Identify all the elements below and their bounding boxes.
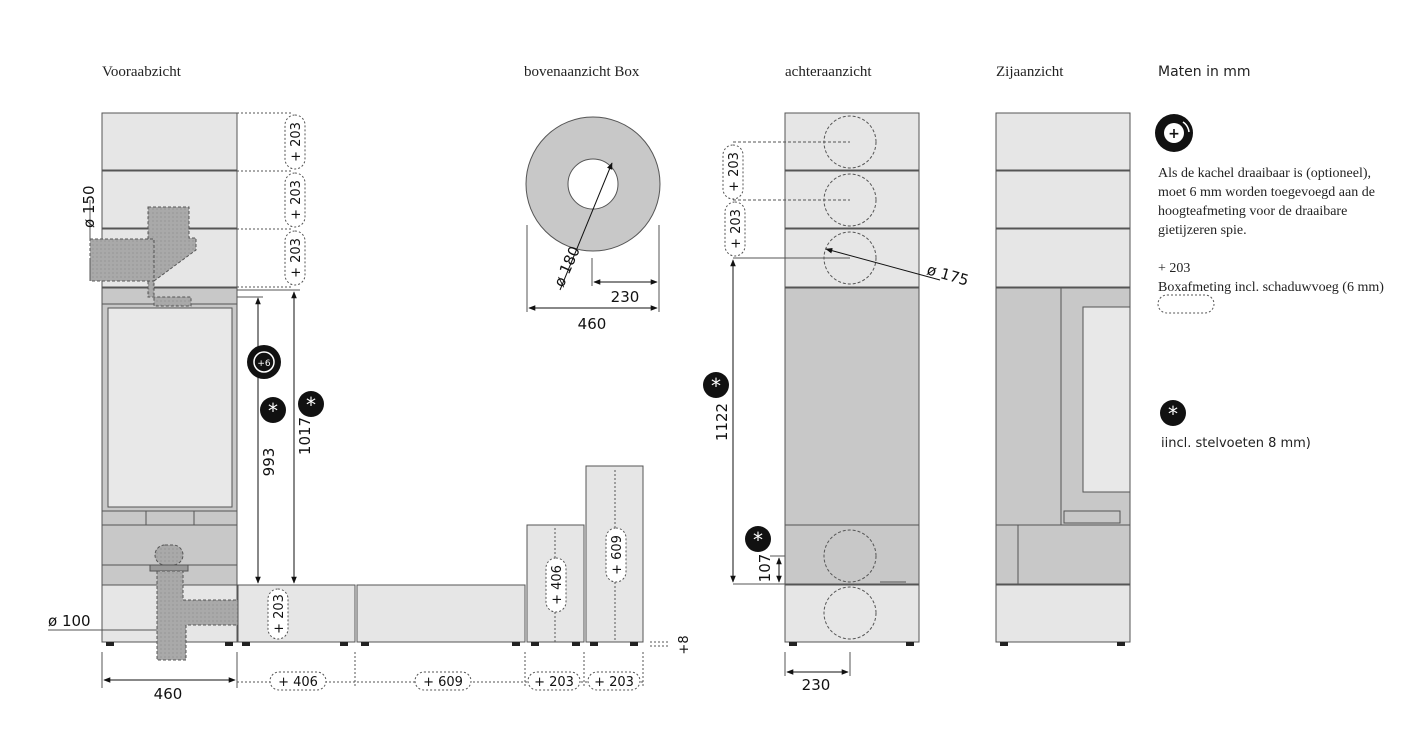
back-view-title: achteraanzicht [785,64,872,80]
box-406 [237,584,356,643]
dim-460-top: 460 [578,315,607,333]
dim-230-top: 230 [611,288,640,306]
legend-swivel-icon: + [1155,114,1193,152]
dim-460-front: 460 [154,685,183,703]
side-glass-door [1082,306,1131,493]
top-view-title: bovenaanzicht Box [524,64,640,80]
dim-box-406: + 406 [278,675,318,690]
dim-d180: ø 180 [550,243,584,289]
feet-note: iincl. stelvoeten 8 mm) [1161,436,1311,451]
dim-box-203: + 203 [289,122,304,162]
front-flue-outlet-150 [89,238,155,282]
front-view: +6 * * ø 150 ø 100 993 1017 460 + 203 + … [48,112,692,703]
dim-box-203: + 203 [272,594,287,634]
legend-box-symbol [1157,294,1215,314]
swivel-note: Als de kachel draaibaar is (optioneel), … [1158,166,1375,238]
side-view [995,112,1131,646]
front-view-title: Vooraabzicht [102,64,181,80]
svg-text:*: * [306,393,316,417]
svg-text:*: * [268,399,278,423]
svg-text:+: + [1168,126,1180,142]
side-view-title: Zijaanzicht [996,64,1064,80]
asterisk-icon: * [260,397,286,423]
dim-box-609: + 609 [423,675,463,690]
dim-d175: ø 175 [925,261,971,290]
units-note: Maten in mm [1158,64,1251,80]
front-glass-door [107,307,233,508]
box-value-note: + 203 [1158,261,1191,276]
asterisk-icon: * [703,372,729,398]
svg-text:*: * [753,528,763,552]
dim-box-203: + 203 [727,152,742,192]
dim-993: 993 [260,448,278,477]
dim-230-back: 230 [802,676,831,694]
front-box-top-1 [101,112,238,171]
dim-box-203: + 203 [289,180,304,220]
dim-d100: ø 100 [48,612,91,630]
back-view: * * + 203 + 203 1122 107 ø 175 230 [703,112,971,694]
box-609 [356,584,526,643]
dim-box-203: + 203 [534,675,574,690]
back-stove-body [784,287,920,526]
dim-d150: ø 150 [80,185,98,228]
dim-box-406: + 406 [550,565,565,605]
dim-box-203: + 203 [289,238,304,278]
svg-text:*: * [1168,402,1178,426]
box-dimension-note: Boxafmeting incl. schaduwvoeg (6 mm) [1158,280,1384,295]
dim-box-609: + 609 [610,535,625,575]
svg-text:+6: +6 [257,359,271,369]
asterisk-icon: * [298,391,324,417]
top-view: ø 180 230 460 [525,116,661,333]
dim-1122: 1122 [713,403,731,441]
dim-1017: 1017 [296,417,314,455]
svg-text:*: * [711,374,721,398]
dim-plus-8: +8 [677,635,692,654]
front-stove-plinth [101,510,238,526]
dim-box-203: + 203 [594,675,634,690]
swivel-icon: +6 [247,345,281,379]
asterisk-icon: * [745,526,771,552]
dim-box-203: + 203 [729,209,744,249]
legend-asterisk-icon: * [1160,400,1186,426]
dim-107: 107 [756,554,774,583]
front-flue-pipe-bottom [156,570,253,661]
front-flue-pipe-top [147,206,197,307]
